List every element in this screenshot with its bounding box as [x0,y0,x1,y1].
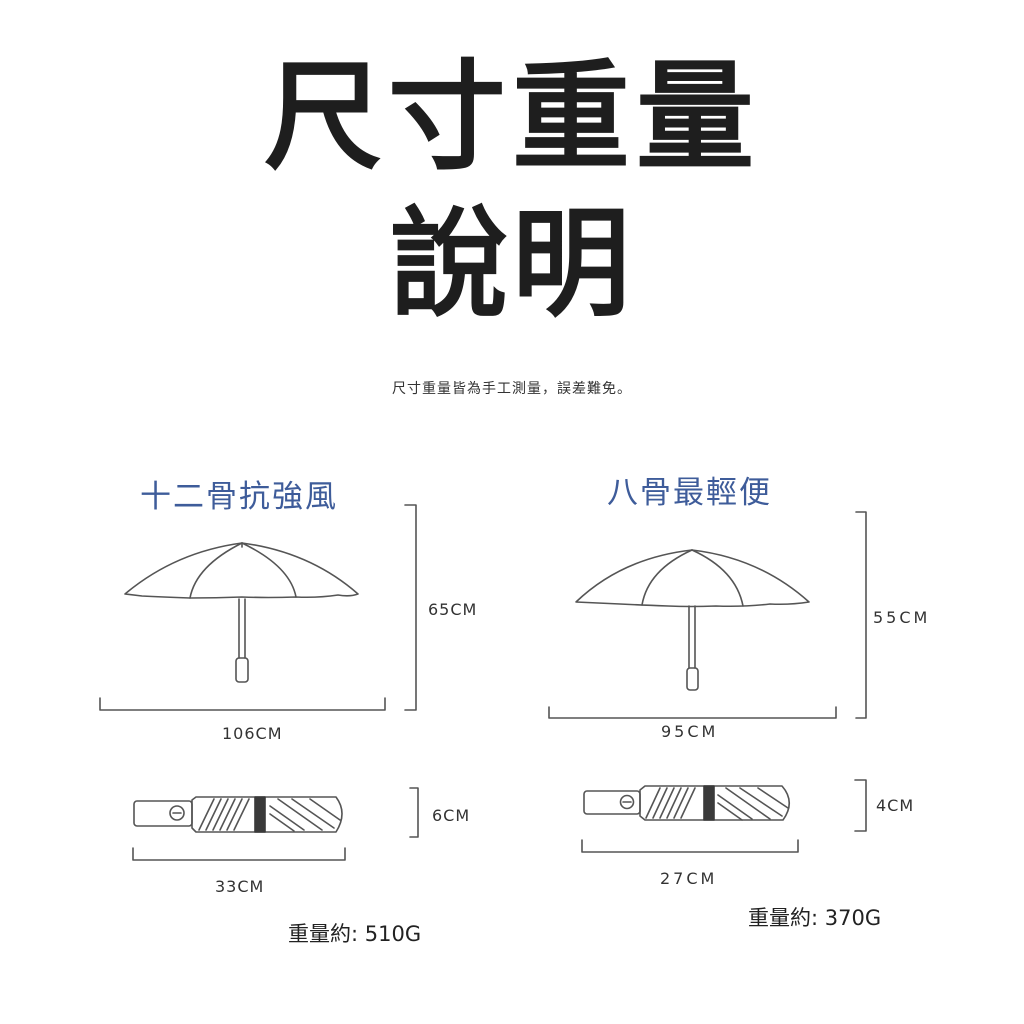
right-open-height-label: 55CM [873,608,931,627]
right-weight-label: 重量約: 370G [748,906,882,930]
page-title: 尺寸重量 [263,48,760,186]
measurement-note: 尺寸重量皆為手工測量，誤差難免。 [392,381,632,397]
right-folded-umbrella-icon [583,785,791,821]
left-open-width-label: 106CM [222,724,283,743]
left-folded-umbrella-icon [133,796,343,833]
page-subtitle: 說明 [389,195,634,333]
left-weight-label: 重量約: 510G [288,922,422,946]
left-folded-length-label: 33CM [215,877,265,896]
right-open-umbrella-icon [575,549,810,691]
left-model-heading: 十二骨抗強風 [140,479,338,515]
right-folded-thickness-label: 4CM [876,796,915,815]
right-model-heading: 八骨最輕便 [607,475,772,511]
right-folded-length-label: 27CM [660,869,718,888]
left-open-umbrella-icon [124,542,359,683]
left-open-height-label: 65CM [428,600,478,619]
left-folded-thickness-label: 6CM [432,806,471,825]
right-open-width-label: 95CM [661,722,719,741]
